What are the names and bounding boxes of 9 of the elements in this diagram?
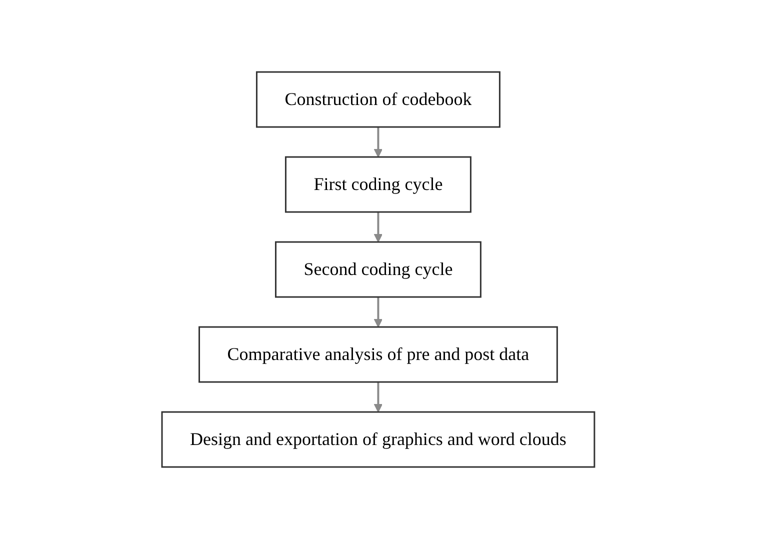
arrow (374, 126, 383, 157)
arrow (374, 296, 383, 327)
node-box: Design and exportation of graphics and word clouds (162, 410, 596, 468)
arrow (374, 382, 383, 412)
node-box: Second coding cycle (275, 240, 482, 298)
node-box: First coding cycle (285, 156, 472, 212)
node-box: Construction of codebook (256, 70, 501, 128)
arrow (374, 212, 383, 242)
node-box: Comparative analysis of pre and post data (198, 326, 558, 382)
